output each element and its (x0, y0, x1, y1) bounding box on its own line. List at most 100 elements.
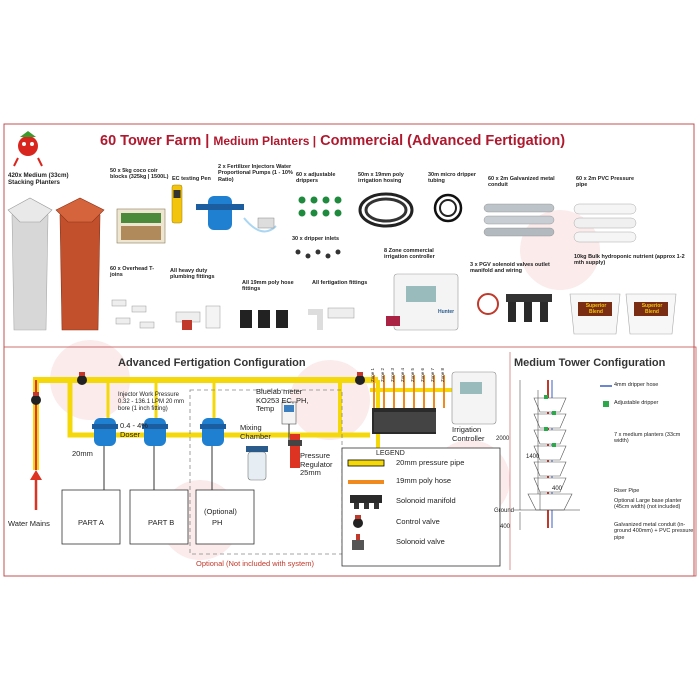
title-commercial: Commercial (Advanced Fertigation) (320, 133, 566, 149)
zone-3-label: Zone 3 (390, 368, 395, 383)
caption-micro-tubing: 30m micro dripper tubing (428, 172, 476, 185)
pressure-regulator (288, 434, 302, 468)
irrigation-controller-image (386, 273, 459, 331)
caption-plumbing: All heavy duty plumbing fittings (170, 268, 215, 281)
legend-label-control-valve: Control valve (396, 517, 440, 526)
zone-6-label: Zone 6 (420, 368, 425, 383)
galvanized-conduit-pipes (483, 203, 555, 237)
plumbing-fittings (175, 305, 221, 330)
title-medium: Medium Planters | (213, 134, 317, 148)
legend-swatch-manifold (350, 495, 382, 509)
injector-pump-a (92, 418, 118, 446)
injector-pump-b (142, 418, 168, 446)
mixing-chamber (246, 446, 268, 481)
caption-dripper-inlets: 30 x dripper inlets (292, 236, 340, 242)
part-a-tank (61, 489, 121, 545)
legend-title: LEGEND (376, 450, 405, 457)
fertigation-fittings (308, 307, 355, 330)
ph-optional-label: (Optional) (204, 507, 237, 516)
tower-planters-label: 7 x medium planters (33cm width) (614, 432, 681, 445)
zone-7-label: Zone 7 (430, 368, 435, 383)
caption-hose-fittings: All 19mm poly hose fittings (242, 280, 294, 293)
caption-fert-fittings: All fertigation fittings (312, 280, 368, 286)
white-planter-stack (7, 197, 53, 331)
zone-4-label: Zone 4 (400, 368, 405, 383)
control-valve-icons (31, 372, 365, 405)
caption-planters: 420x Medium (33cm) Stacking Planters (8, 172, 69, 187)
legend-label-pressure-pipe: 20mm pressure pipe (396, 458, 465, 467)
irrigation-controller-label: Irrigation Controller (452, 425, 485, 443)
zone-8-label: Zone 8 (440, 368, 445, 383)
fertilizer-injector-image (196, 196, 277, 233)
zone-manifold (372, 408, 436, 434)
nutrient-label-1: Superior Blend (585, 303, 607, 315)
tower-adjustable-dripper-label: Adjustable dripper (614, 400, 659, 406)
zone-5-label: Zone 5 (410, 368, 415, 383)
tower-dripper-hose-label: 4mm dripper hose (614, 382, 659, 388)
tower-riser-label: Riser Pipe (614, 488, 640, 494)
caption-coco: 50 x 5kg coco coir blocks (325kg | 1500L… (110, 168, 169, 181)
controller-brand: Hunter (438, 309, 455, 315)
bluelab-meter (281, 401, 297, 445)
dripper-inlet-cluster (295, 249, 341, 259)
tower-dim-2000: 2000 (496, 436, 510, 442)
micro-tubing-coil (433, 193, 463, 223)
poster-title: 60 Tower Farm | Medium Planters | Commer… (100, 133, 565, 150)
tower-heading: Medium Tower Configuration (514, 357, 666, 369)
dripper-cluster (298, 196, 342, 217)
pvc-pressure-pipes (573, 203, 637, 243)
legend-swatch-pressure-pipe (347, 459, 385, 467)
zone-1-label: Zone 1 (370, 368, 375, 383)
red-planter-stack (55, 197, 105, 331)
nutrient-buckets (569, 293, 677, 335)
tower-dim-400a: 400 (552, 486, 563, 492)
tower-dim-1400: 1400 (526, 454, 540, 460)
optional-note: Optional (Not included with system) (196, 559, 314, 568)
tower-legend-swatches (600, 385, 612, 407)
caption-pgv: 3 x PGV solenoid valves outlet manifold … (470, 262, 550, 275)
legend-swatch-poly-hose (348, 480, 384, 484)
caption-tjoins: 60 x Overhead T-joins (110, 266, 155, 279)
legend-label-solenoid-valve: Solonoid valve (396, 537, 445, 546)
part-b-tank (129, 489, 189, 545)
mixing-chamber-label: Mixing Chamber (240, 423, 271, 441)
caption-injectors: 2 x Fertilizer Injectors Water Proportio… (218, 164, 293, 183)
tower-conduit-label: Galvanized metal conduit (in-ground 400m… (614, 522, 694, 541)
ec-testing-pen (171, 184, 183, 224)
coco-coir-box (116, 208, 166, 244)
tower-ground-label: Ground (494, 508, 515, 514)
ph-tank (195, 489, 255, 545)
legend-swatch-solenoid-valve (352, 534, 364, 550)
legend-swatch-control-valve (353, 515, 363, 528)
zone-2-label: Zone 2 (380, 368, 385, 383)
config-panel (3, 346, 697, 577)
tomato-mascot-logo (13, 131, 43, 167)
fertigation-heading: Advanced Fertigation Configuration (118, 357, 306, 369)
caption-pvc: 60 x 2m PVC Pressure pipe (576, 176, 635, 189)
part-b-label: PART B (148, 518, 175, 527)
ph-label: PH (212, 518, 223, 527)
tower-dim-400b: 400 (500, 524, 511, 530)
caption-poly-hose: 50m x 19mm poly irrigation hosing (358, 172, 404, 185)
suction-lines (103, 446, 213, 490)
part-a-label: PART A (78, 518, 104, 527)
water-mains-label: Water Mains (8, 519, 50, 528)
tower-drippers (544, 395, 556, 447)
legend-label-poly-hose: 19mm poly hose (396, 476, 452, 485)
nutrient-label-2: Superior Blend (641, 303, 663, 315)
regulator-label: Pressure Regulator 25mm (300, 451, 333, 478)
tower-dimension-lines (514, 380, 580, 530)
zone-labels: Zone 1 Zone 2 Zone 3 Zone 4 Zone 5 Zone … (370, 368, 450, 388)
injector-pump-ph (200, 418, 226, 446)
poly-hose-coil (358, 192, 414, 228)
title-main: 60 Tower Farm | (100, 133, 210, 149)
overhead-t-joins (111, 299, 155, 329)
pgv-solenoid-manifold (477, 293, 552, 322)
injector-pressure-note: Injector Work Pressure 0.32 - 136.1 LPM … (118, 392, 185, 412)
caption-nutrient: 10kg Bulk hydroponic nutrient (approx 1-… (574, 254, 685, 267)
caption-conduit: 60 x 2m Galvanized metal conduit (488, 176, 555, 189)
caption-controller: 8 Zone commercial irrigation controller (384, 248, 435, 261)
caption-drippers: 60 x adjustable drippers (296, 172, 336, 185)
doser-label: 0.4 - 4% Doser (120, 421, 148, 439)
